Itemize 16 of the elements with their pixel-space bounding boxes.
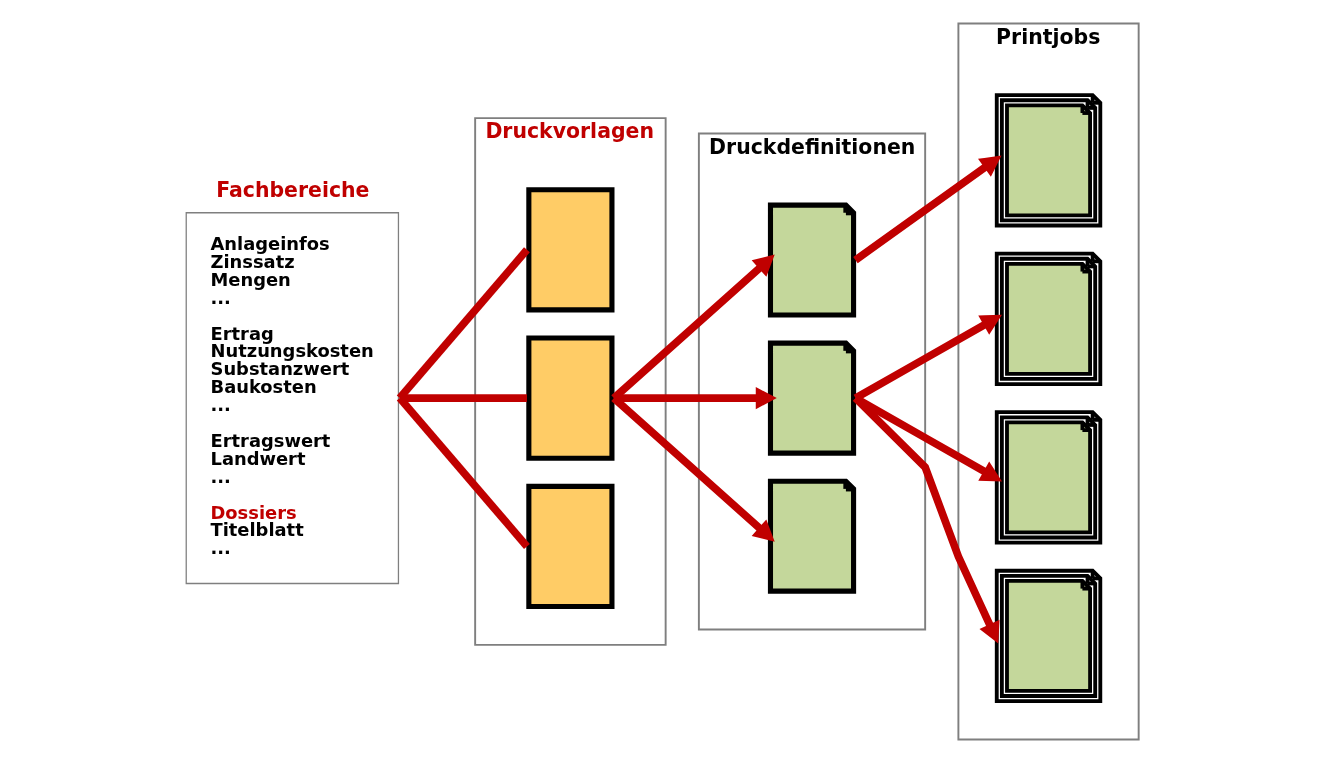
arrow (613, 387, 777, 410)
node-box (525, 335, 614, 461)
connector (399, 394, 527, 402)
cluster: Printjobs (956, 22, 1140, 741)
node-box: Anlageinfos Zinssatz Mengen ... Ertrag Nutzungskosten Substanzwert Baukosten ... Ertragswert Landwert ... Dossiers Titelblatt ... (185, 212, 399, 585)
node-label: Fachbereiche (215, 178, 369, 203)
arrow (852, 155, 1002, 264)
connector (396, 395, 530, 549)
node-box (525, 483, 614, 610)
cluster: Druckvorlagen (473, 117, 667, 646)
arrow (610, 254, 775, 401)
arrow (852, 395, 1000, 644)
cluster: Druckdefinitionen (697, 132, 926, 631)
node-box (525, 187, 614, 313)
connector (396, 247, 530, 401)
arrow (610, 395, 775, 542)
